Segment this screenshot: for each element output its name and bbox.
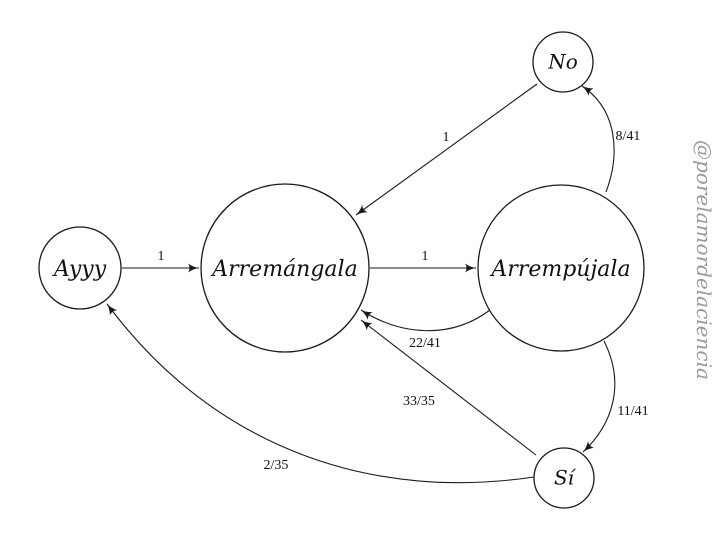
edge-label-si-to-ayyy: 2/35 (264, 458, 289, 473)
edge-label-arrempujala-to-si: 11/41 (617, 404, 648, 419)
state-si (533, 447, 595, 509)
edge-no-to-arremangala (355, 83, 538, 216)
edge-arrempujala-to-no (581, 85, 615, 193)
watermark-text: @porelamordelaciencia (692, 140, 716, 380)
state-no (532, 31, 594, 93)
edge-label-si-to-arremangala: 33/35 (403, 394, 435, 409)
edge-si-to-arremangala (360, 319, 537, 456)
edge-arrempujala-to-arremangala (360, 309, 491, 332)
state-ayyy (38, 226, 122, 310)
edge-arrempujala-to-si (582, 340, 616, 453)
state-label-ayyy: Ayyy (52, 257, 107, 282)
state-label-si: Sí (554, 466, 577, 490)
edge-label-arremangala-to-arrempujala: 1 (422, 249, 429, 264)
state-label-no: No (547, 50, 578, 74)
edge-si-to-ayyy (106, 303, 535, 484)
edge-label-arrempujala-to-no: 8/41 (616, 129, 641, 144)
state-label-arrempujala: Arrempújala (489, 257, 630, 282)
state-arremangala (200, 183, 370, 353)
edge-label-ayyy-to-arremangala: 1 (158, 249, 165, 264)
state-label-arremangala: Arremángala (210, 257, 357, 282)
edge-label-arrempujala-to-arremangala: 22/41 (409, 336, 441, 351)
edge-label-no-to-arremangala: 1 (443, 130, 450, 145)
state-arrempujala (477, 184, 645, 352)
